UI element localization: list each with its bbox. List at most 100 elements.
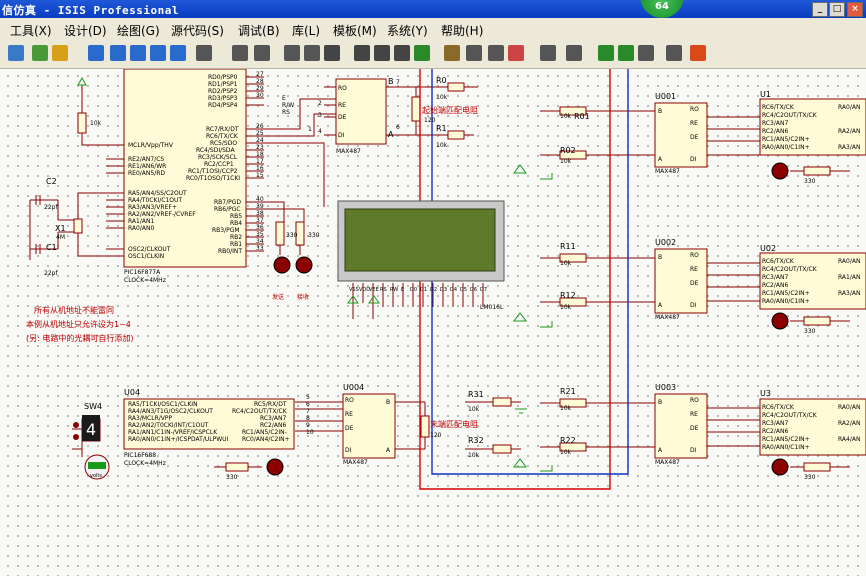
- grid-icon[interactable]: [32, 45, 48, 61]
- zoom-in-icon[interactable]: [110, 45, 126, 61]
- u04-pin: RA2/AN2/T0CKI/INT/C1OUT: [128, 422, 209, 429]
- pin-rb2: RB2: [230, 234, 242, 241]
- cut-icon[interactable]: [254, 45, 270, 61]
- led-tx[interactable]: [273, 256, 291, 274]
- wire-autorouter-icon[interactable]: [508, 45, 524, 61]
- make-device-icon[interactable]: [444, 45, 460, 61]
- remove-sheet-icon[interactable]: [618, 45, 634, 61]
- slave-pin: RA2/AN: [838, 128, 860, 135]
- pin-ra0: RA0/AN0: [128, 225, 154, 232]
- u002-body[interactable]: [654, 248, 708, 314]
- r1-value: 10k: [436, 142, 448, 149]
- slave3-body[interactable]: [759, 398, 866, 456]
- mclr-resistor-value: 10k: [90, 120, 102, 127]
- minimize-button[interactable]: _: [812, 2, 828, 17]
- zoom-area-icon[interactable]: [170, 45, 186, 61]
- x1-label: X1: [55, 224, 66, 233]
- master-transceiver-body[interactable]: [335, 78, 387, 145]
- pin-rc6: RC6/TX/CK: [206, 133, 239, 140]
- r1-label: R1: [436, 124, 447, 133]
- pin-number: 10: [306, 429, 314, 436]
- menu-design[interactable]: 设计(D): [64, 24, 107, 38]
- ares-icon[interactable]: [690, 45, 706, 61]
- block-rotate-icon[interactable]: [374, 45, 390, 61]
- pin-rc7: RC7/RX/DT: [206, 126, 239, 133]
- pin-number: 17: [256, 158, 264, 165]
- max-pin-de: DE: [345, 425, 354, 432]
- pin-number: 15: [256, 172, 264, 179]
- pin-number: 36: [256, 224, 264, 231]
- property-assign-icon[interactable]: [566, 45, 582, 61]
- block-move-icon[interactable]: [354, 45, 370, 61]
- zoom-all-icon[interactable]: [150, 45, 166, 61]
- menu-help[interactable]: 帮助(H): [441, 24, 484, 38]
- u001-body[interactable]: [654, 102, 708, 168]
- menu-graph[interactable]: 绘图(G): [117, 24, 160, 38]
- slave-pin: RA0/AN0/C1IN+: [762, 144, 810, 151]
- pin-number: 7: [396, 79, 400, 86]
- block-delete-icon[interactable]: [394, 45, 410, 61]
- update-badge[interactable]: 64: [640, 0, 684, 18]
- bom-icon[interactable]: [666, 45, 682, 61]
- menu-source[interactable]: 源代码(S): [171, 24, 224, 38]
- zoom-out-icon[interactable]: [130, 45, 146, 61]
- u04-pin: RC5/RX/DT: [254, 401, 287, 408]
- menu-template[interactable]: 模板(M): [333, 24, 377, 38]
- net-label-rs: RS: [282, 109, 290, 116]
- u04-led[interactable]: [266, 458, 284, 476]
- pin-osc2: OSC2/CLKOUT: [128, 246, 171, 253]
- max-pin-b: B: [658, 108, 662, 115]
- slave1-led[interactable]: [771, 162, 789, 180]
- block-copy-icon[interactable]: [324, 45, 340, 61]
- pin-number: 25: [256, 130, 264, 137]
- slave2-led[interactable]: [771, 312, 789, 330]
- sw4-switch[interactable]: [82, 415, 100, 441]
- maximize-button[interactable]: □: [829, 2, 845, 17]
- origin-icon[interactable]: [52, 45, 68, 61]
- slave-pin: RC1/AN5/C2IN+: [762, 136, 810, 143]
- u001-ref: U001: [655, 92, 676, 101]
- menu-library[interactable]: 库(L): [292, 24, 321, 38]
- undo-icon[interactable]: [196, 45, 212, 61]
- decompose-icon[interactable]: [488, 45, 504, 61]
- slave2-body[interactable]: [759, 252, 866, 310]
- menu-tools[interactable]: 工具(X): [10, 24, 52, 38]
- slave-pin: RC3/AN7: [762, 274, 788, 281]
- pin-ra1: RA1/AN1: [128, 218, 154, 225]
- master-mcu-body[interactable]: [123, 69, 247, 268]
- lcd-pin: D1: [420, 287, 427, 293]
- schematic-canvas[interactable]: PIC16F877A CLOCK=4MHz RD0/PSP0 RD1/PSP1 …: [0, 69, 866, 576]
- slave-pin: RC6/TX/CK: [762, 104, 795, 111]
- sw4-ref: SW4: [84, 402, 102, 411]
- u004-transceiver-body[interactable]: [342, 393, 396, 459]
- net-label-e: E: [282, 95, 286, 102]
- led-rx[interactable]: [295, 256, 313, 274]
- slave1-body[interactable]: [759, 98, 866, 156]
- search-tag-icon[interactable]: [540, 45, 556, 61]
- u04-pin: RC2/AN6: [260, 422, 286, 429]
- lcd-pin: D6: [470, 287, 477, 293]
- net-label-rw: R/W: [282, 102, 294, 109]
- pin-rc5: RC5/SDO: [210, 140, 237, 147]
- new-sheet-icon[interactable]: [598, 45, 614, 61]
- packaging-icon[interactable]: [466, 45, 482, 61]
- max-pin-de: DE: [690, 280, 699, 287]
- pin-ra5: RA5/AN4/SS/C2OUT: [128, 190, 187, 197]
- close-button[interactable]: ×: [847, 2, 863, 17]
- pick-device-icon[interactable]: [414, 45, 430, 61]
- pan-icon[interactable]: [88, 45, 104, 61]
- menu-debug[interactable]: 调试(B): [238, 24, 280, 38]
- menu-system[interactable]: 系统(Y): [387, 24, 428, 38]
- copy-icon[interactable]: [284, 45, 300, 61]
- slave3-led[interactable]: [771, 458, 789, 476]
- paste-icon[interactable]: [304, 45, 320, 61]
- refresh-icon[interactable]: [8, 45, 24, 61]
- pin-number: 4: [318, 128, 322, 135]
- u04-mcu-body[interactable]: [123, 398, 295, 450]
- design-explorer-icon[interactable]: [638, 45, 654, 61]
- pin-rb1: RB1: [230, 241, 242, 248]
- u003-body[interactable]: [654, 393, 708, 459]
- pin-re0: RE0/AN5/RD: [128, 170, 165, 177]
- pin-ra2: RA2/AN2/VREF-/CVREF: [128, 211, 196, 218]
- redo-icon[interactable]: [232, 45, 248, 61]
